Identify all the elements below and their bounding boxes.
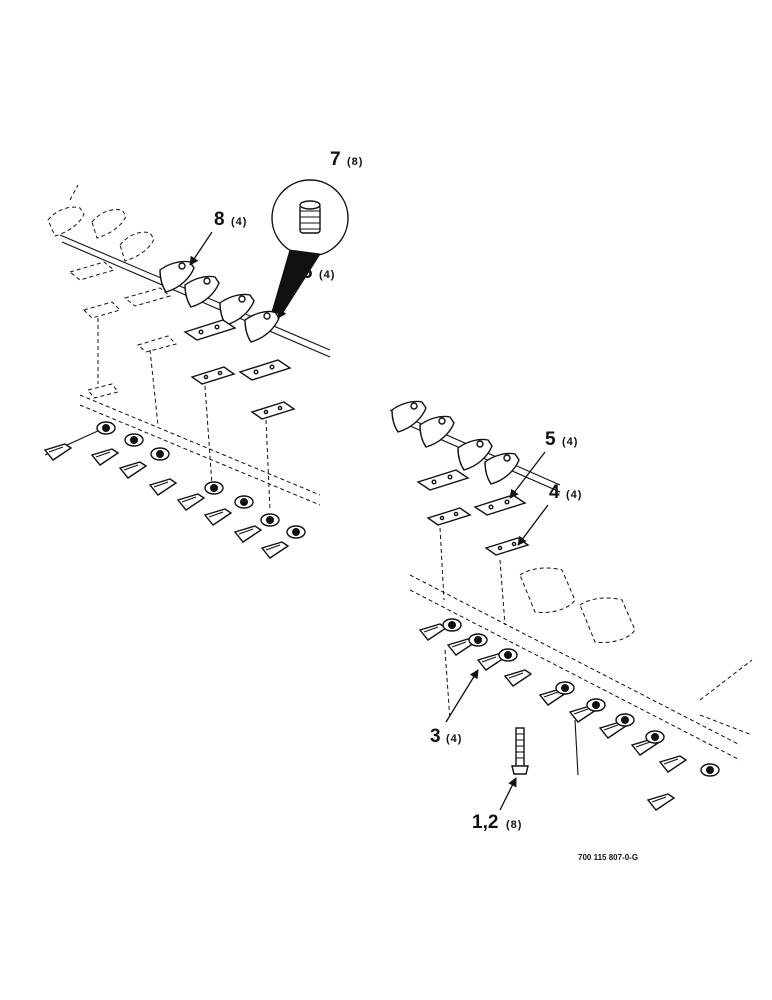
callout-8-leader (189, 231, 213, 266)
callout-3-leader (445, 669, 479, 723)
callout-6-number: 6 (302, 262, 313, 283)
callout-4-leader (517, 504, 549, 546)
callout-7-number: 7 (330, 149, 341, 170)
callout-6-leader (277, 284, 301, 319)
callout-7-qty: (8) (347, 156, 363, 168)
callout-4-qty: (4) (566, 489, 582, 501)
detail-magnifier (271, 179, 349, 315)
callout-5-leader (509, 451, 546, 499)
callout-3-qty: (4) (446, 733, 462, 745)
knife-assembly-left (44, 421, 306, 559)
callout-3: 3 (4) (430, 669, 479, 747)
cutter-bar-right (409, 567, 753, 761)
nut-icon (299, 200, 321, 234)
existing-plates-dashed (68, 261, 177, 399)
callout-5: 5 (4) (509, 429, 578, 499)
callout-4-number: 4 (549, 482, 560, 503)
callout-5-qty: (4) (562, 436, 578, 448)
existing-guards-dashed (47, 184, 155, 262)
left-assembly (44, 179, 349, 559)
alignment-lines-left (97, 318, 271, 511)
callout-4: 4 (4) (517, 482, 582, 546)
cutter-bar-left (79, 394, 321, 506)
callout-1-2-qty: (8) (506, 819, 522, 831)
callout-1-2: 1,2 (8) (472, 777, 522, 833)
callout-8-qty: (4) (231, 216, 247, 228)
callout-6-qty: (4) (319, 269, 335, 281)
document-id: 700 115 807-0-G (578, 853, 638, 862)
right-assembly (389, 400, 753, 811)
callout-1-2-leader (499, 777, 517, 811)
bolt-item-1-2 (511, 727, 529, 775)
knife-assembly-right (419, 618, 720, 811)
wear-plates-right (417, 469, 529, 556)
callout-3-number: 3 (430, 726, 441, 747)
alignment-lines-right (439, 527, 579, 776)
callout-7: 7 (8) (330, 149, 363, 170)
callout-8: 8 (4) (189, 209, 247, 266)
callout-5-number: 5 (545, 429, 556, 450)
callout-6: 6 (4) (277, 262, 335, 319)
callout-8-number: 8 (214, 209, 225, 230)
callout-1-2-number: 1,2 (472, 812, 498, 833)
